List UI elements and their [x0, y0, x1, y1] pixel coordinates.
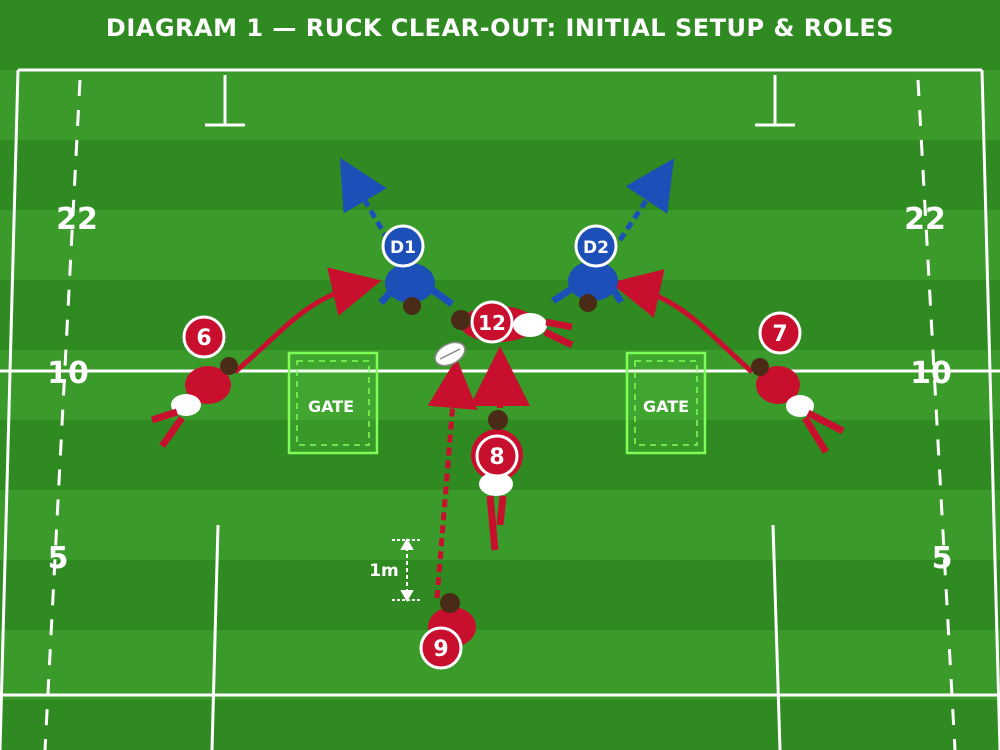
badge-9: [419, 626, 463, 670]
player-figure-d1: [378, 263, 455, 315]
gate-right: [625, 351, 707, 455]
left-5-label: 5: [48, 541, 69, 576]
badge-6: [182, 315, 226, 359]
badge-8: [475, 434, 519, 478]
attacker-badges: 6 7 8 9 12: [182, 300, 802, 670]
right-touchline: [980, 69, 1000, 750]
gate-left: [287, 351, 379, 455]
player-figure-d2: [551, 261, 625, 312]
rugby-ball-icon: [434, 341, 466, 367]
movement-arrow-icon: [610, 269, 754, 374]
left-solid-line: [210, 524, 220, 750]
gates: [287, 351, 707, 455]
distance-marker: [392, 537, 422, 603]
distance-label: 1m: [369, 561, 399, 581]
player-number-12: 12: [478, 311, 506, 335]
dashed-lines: [43, 79, 957, 750]
player-figure-6: [150, 357, 238, 449]
badge-d1: [381, 224, 425, 268]
right-solid-line: [771, 524, 782, 750]
right-5-label: 5: [932, 541, 953, 576]
movement-arrows: [233, 157, 754, 599]
player-label-d2: D2: [583, 238, 609, 258]
player-label-d1: D1: [390, 238, 416, 258]
pass-line-icon: [427, 358, 478, 599]
player-number-7: 7: [772, 322, 787, 347]
player-figure-7: [751, 358, 845, 454]
movement-arrow-icon: [233, 267, 382, 374]
gate-label-left: GATE: [308, 397, 354, 416]
badge-d2: [574, 224, 618, 268]
player-number-6: 6: [196, 326, 211, 351]
left-22-label: 22: [56, 202, 98, 237]
defender-badges: D1 D2: [381, 224, 618, 268]
badge-7: [758, 311, 802, 355]
right-22-label: 22: [904, 202, 946, 237]
player-number-8: 8: [489, 445, 504, 470]
badge-12: [470, 300, 514, 344]
gate-label-right: GATE: [643, 397, 689, 416]
left-touchline: [0, 69, 20, 750]
right-10-label: 10: [910, 356, 952, 391]
player-number-9: 9: [433, 637, 448, 662]
diagram-title: DIAGRAM 1 — RUCK CLEAR-OUT: INITIAL SETU…: [105, 14, 895, 42]
left-10-label: 10: [47, 356, 89, 391]
pitch-numbers: 22 10 5 22 10 5: [47, 202, 952, 576]
